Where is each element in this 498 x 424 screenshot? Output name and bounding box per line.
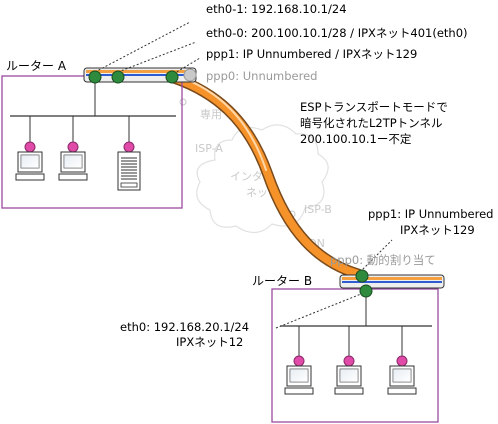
router-a-ppp0-label: ppp0: Unnumbered: [206, 69, 317, 83]
l2tp-tunnel: [170, 74, 362, 278]
lan-b-host-port-2: [343, 355, 355, 367]
tunnel-caption-line3: 200.100.10.1ー不定: [300, 132, 412, 146]
lan-b-host-port-1: [293, 355, 305, 367]
pc-icon: [58, 151, 88, 181]
pc-icon: [334, 365, 364, 395]
dedicated-label: 専用: [200, 108, 222, 121]
router-b-ppp1-node: [355, 269, 369, 283]
lan-a-host-port-3: [123, 141, 135, 153]
leader-b-ppp1: [359, 239, 393, 273]
router-a-ppp1-label: ppp1: IP Unnumbered / IPXネット129: [206, 47, 417, 61]
tunnel-caption-line2: 暗号化されたL2TPトンネル: [300, 116, 442, 130]
isp-a-marker: [179, 98, 187, 106]
router-a-eth00-node: [111, 70, 125, 84]
tunnel-caption-line1: ESPトランスポートモードで: [300, 100, 448, 114]
lan-a-host-port-1: [24, 141, 36, 153]
internet-cloud: [196, 124, 329, 234]
router-a-eth00-label: eth0-0: 200.100.10.1/28 / IPXネット401(eth0…: [206, 26, 468, 40]
router-a-title: ルーター A: [6, 59, 67, 73]
pc-icon: [387, 365, 417, 395]
router-a-eth01-node: [88, 70, 102, 84]
lan-b-host-port-3: [396, 355, 408, 367]
router-a-ppp1-node: [165, 70, 179, 84]
server-icon: [117, 151, 141, 191]
leader-b-eth0: [275, 291, 367, 329]
pc-icon: [284, 365, 314, 395]
router-b-eth0-label-line2: IPXネット12: [176, 335, 243, 349]
pc-icon: [15, 151, 45, 181]
leader-eth00: [117, 41, 197, 73]
lan-b-box: [271, 288, 439, 423]
router-b-eth0-node: [359, 284, 373, 298]
router-b-eth0-label-line1: eth0: 192.168.20.1/24: [120, 320, 249, 334]
router-b-ppp0-label: ppp0: 動的割り当て: [330, 253, 436, 267]
isp-a-label: ISP-A: [195, 142, 223, 155]
lan-a-host-port-2: [67, 141, 79, 153]
router-b-ppp1-label-line1: ppp1: IP Unnumbered: [368, 207, 493, 221]
router-b-ppp1-label-line2: IPXネット129: [400, 223, 475, 237]
leader-eth01: [94, 21, 191, 73]
router-a-eth01-label: eth0-1: 192.168.10.1/24: [206, 2, 347, 16]
isp-b-label: ISP-B: [304, 203, 332, 216]
router-b-title: ルーター B: [252, 274, 312, 288]
router-a-ppp0-node: [183, 68, 197, 82]
